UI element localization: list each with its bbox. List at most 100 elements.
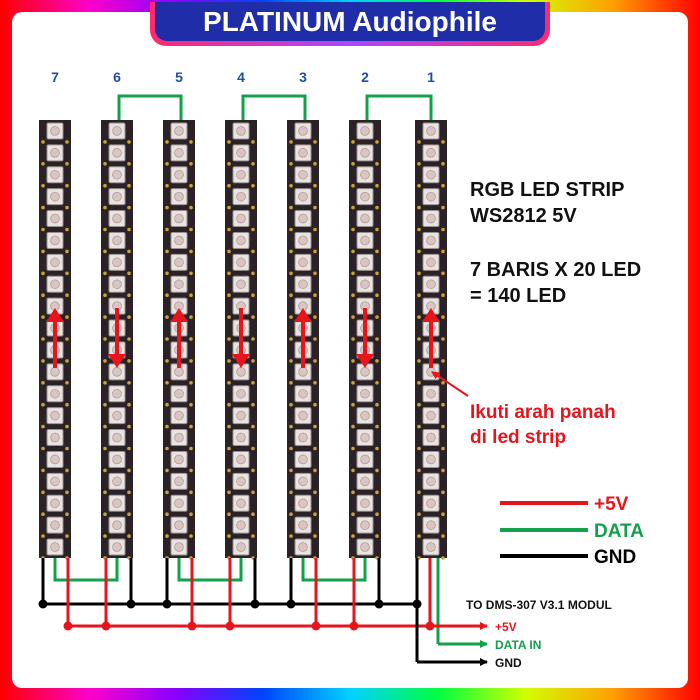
solder-pad [351, 534, 355, 538]
solder-pad [103, 315, 107, 319]
solder-pad [441, 293, 445, 298]
led-lens [236, 498, 246, 509]
solder-pad [313, 162, 317, 166]
solder-pad [417, 205, 421, 210]
solder-pad [65, 512, 69, 516]
solder-pad [189, 162, 193, 166]
solder-pad [251, 293, 255, 298]
direction-arrow-head [46, 308, 64, 322]
solder-pad [417, 183, 421, 188]
solder-pad [227, 140, 231, 144]
solder-pad [127, 183, 131, 188]
solder-pad [289, 140, 293, 144]
led-lens [50, 367, 60, 377]
solder-pad [289, 534, 293, 538]
solder-pad [375, 205, 379, 210]
solder-pad [351, 183, 355, 188]
solder-pad [127, 249, 131, 254]
solder-pad [251, 183, 255, 188]
note-line-2: di led strip [470, 427, 566, 448]
solder-pad [189, 402, 193, 407]
solder-pad [417, 227, 421, 232]
solder-pad [375, 490, 379, 495]
solder-pad [165, 315, 169, 319]
led-lens [360, 498, 370, 509]
solder-pad [41, 381, 45, 385]
solder-pad [251, 227, 255, 232]
module-output-5v: +5V [495, 620, 517, 634]
solder-pad [227, 293, 231, 298]
solder-pad [441, 359, 445, 363]
solder-pad [441, 424, 445, 429]
led-lens [360, 476, 370, 487]
solder-pad [165, 424, 169, 429]
solder-pad [289, 468, 293, 473]
solder-pad [41, 162, 45, 166]
solder-pad [165, 162, 169, 166]
led-lens [236, 410, 246, 421]
solder-pad [41, 337, 45, 341]
solder-pad [227, 512, 231, 516]
solder-pad [165, 140, 169, 144]
jumper-3-2 [301, 558, 367, 582]
solder-pad [441, 162, 445, 166]
solder-pad [351, 162, 355, 166]
led-lens [112, 388, 122, 399]
led-lens [360, 126, 370, 136]
led-lens [298, 279, 308, 290]
led-lens [236, 520, 246, 530]
strip-number-3: 3 [299, 69, 307, 85]
led-lens [174, 169, 184, 180]
solder-pad [313, 490, 317, 495]
solder-pad [65, 490, 69, 495]
led-lens [174, 454, 184, 465]
solder-pad [165, 468, 169, 473]
solder-pad [165, 337, 169, 341]
solder-pad [441, 402, 445, 407]
solder-pad [65, 205, 69, 210]
solder-pad [103, 271, 107, 276]
solder-pad [289, 402, 293, 407]
solder-pad [417, 468, 421, 473]
led-lens [426, 367, 436, 377]
led-lens [174, 191, 184, 202]
solder-pad [251, 271, 255, 276]
direction-arrow-head [170, 308, 188, 322]
info-line-3: 7 BARIS X 20 LED [470, 259, 641, 281]
solder-pad [41, 402, 45, 407]
solder-pad [165, 271, 169, 276]
led-lens [298, 213, 308, 224]
led-strip-1 [415, 120, 447, 560]
led-lens [236, 279, 246, 290]
led-lens [426, 257, 436, 268]
led-lens [174, 542, 184, 552]
solder-pad [251, 140, 255, 144]
led-lens [236, 235, 246, 246]
led-lens [50, 191, 60, 202]
direction-arrow-head [108, 354, 126, 368]
led-lens [112, 542, 122, 552]
solder-pad [41, 249, 45, 254]
led-lens [112, 126, 122, 136]
solder-pad [103, 293, 107, 298]
led-lens [426, 520, 436, 530]
solder-pad [313, 337, 317, 341]
solder-pad [289, 227, 293, 232]
solder-pad [65, 293, 69, 298]
solder-pad [417, 249, 421, 254]
solder-pad [227, 162, 231, 166]
solder-pad [313, 534, 317, 538]
solder-pad [165, 205, 169, 210]
led-lens [174, 235, 184, 246]
solder-pad [441, 227, 445, 232]
led-lens [298, 388, 308, 399]
solder-pad [65, 315, 69, 319]
led-strip-7 [39, 120, 71, 560]
solder-pad [41, 468, 45, 473]
solder-pad [127, 446, 131, 451]
solder-pad [103, 446, 107, 451]
solder-pad [441, 271, 445, 276]
solder-pad [65, 468, 69, 473]
solder-pad [417, 271, 421, 276]
solder-pad [375, 337, 379, 341]
